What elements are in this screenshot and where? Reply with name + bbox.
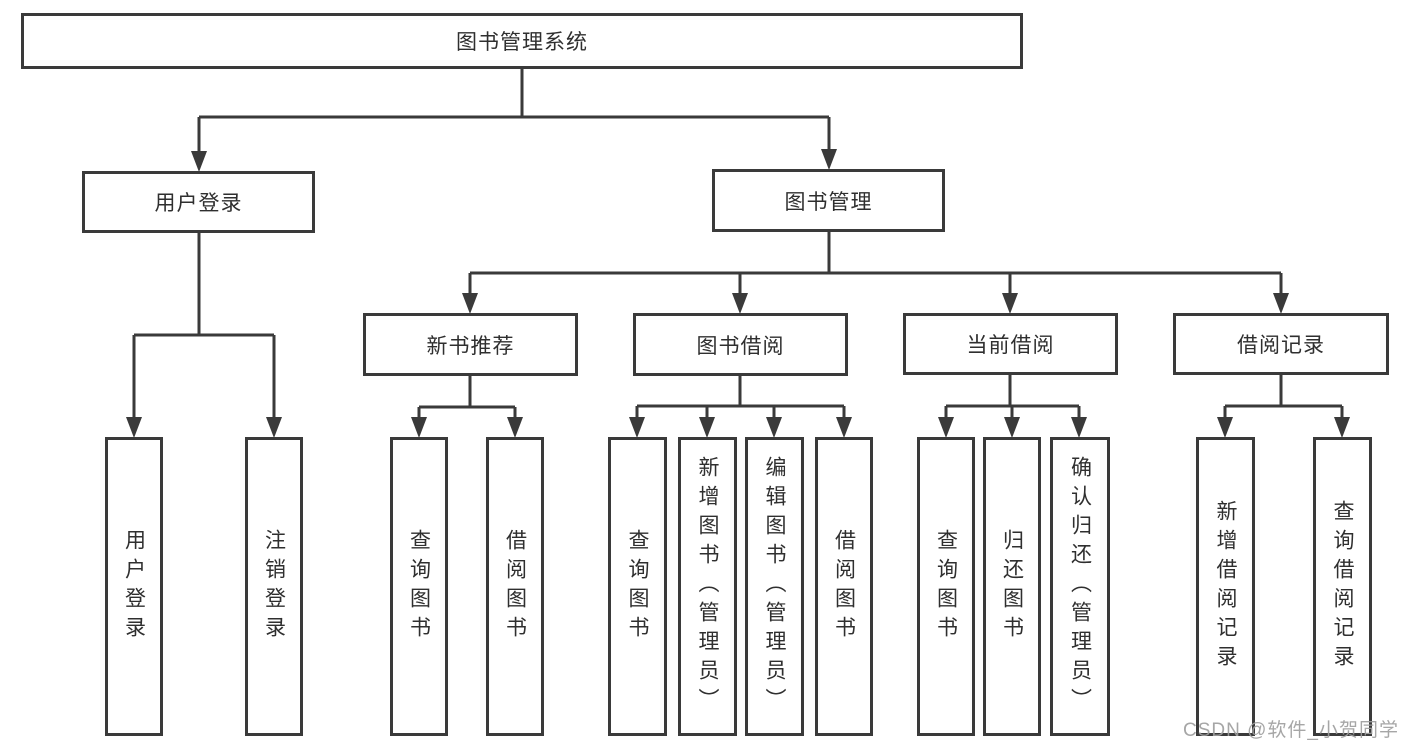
- leaf-bb-borrow-books: 借阅图书: [815, 437, 873, 736]
- leaf-cb-confirm-return-label: 确认归还（管理员）: [1068, 456, 1092, 717]
- leaf-user-login-label: 用户登录: [122, 528, 146, 645]
- node-current-borrow-label: 当前借阅: [966, 334, 1055, 357]
- node-new-book-recommend-label: 新书推荐: [426, 334, 515, 358]
- leaf-logout: 注销登录: [245, 437, 303, 736]
- leaf-br-query-record-label: 查询借阅记录: [1331, 499, 1354, 674]
- leaf-bb-add-books-label: 新增图书（管理员）: [696, 456, 719, 717]
- leaf-cb-return-books: 归还图书: [983, 437, 1041, 736]
- leaf-bb-edit-books: 编辑图书（管理员）: [745, 437, 804, 736]
- leaf-bb-add-books: 新增图书（管理员）: [678, 437, 737, 736]
- leaf-bb-query-books: 查询图书: [608, 437, 667, 736]
- node-user-login-label: 用户登录: [154, 192, 243, 215]
- leaf-rec-borrow-books: 借阅图书: [486, 437, 544, 736]
- connector-borrowrecords-to-leaves: [1223, 375, 1344, 417]
- leaf-bb-query-books-label: 查询图书: [626, 528, 649, 645]
- leaf-bb-borrow-books-label: 借阅图书: [832, 528, 856, 645]
- connector-root-to-level2: [197, 69, 831, 151]
- leaf-logout-label: 注销登录: [262, 528, 286, 645]
- node-book-borrow-label: 图书借阅: [696, 334, 785, 358]
- leaf-br-query-record: 查询借阅记录: [1313, 437, 1372, 736]
- node-current-borrow: 当前借阅: [903, 313, 1118, 375]
- leaf-cb-query-books: 查询图书: [917, 437, 975, 736]
- leaf-rec-borrow-books-label: 借阅图书: [503, 528, 527, 645]
- leaf-cb-query-books-label: 查询图书: [934, 528, 958, 645]
- node-new-book-recommend: 新书推荐: [363, 313, 578, 376]
- leaf-rec-query-books: 查询图书: [390, 437, 448, 736]
- watermark-text: CSDN @软件_小贺同学: [1183, 720, 1399, 741]
- node-borrow-records-label: 借阅记录: [1237, 334, 1325, 357]
- connector-currentborrow-to-leaves: [944, 375, 1081, 417]
- node-book-management: 图书管理: [712, 169, 945, 232]
- node-borrow-records: 借阅记录: [1173, 313, 1389, 375]
- node-book-borrow: 图书借阅: [633, 313, 848, 376]
- connector-bookmgmt-to-level3: [468, 232, 1283, 293]
- node-book-management-label: 图书管理: [784, 190, 873, 214]
- node-root-system: 图书管理系统: [21, 13, 1023, 69]
- connector-bookborrow-to-leaves: [635, 376, 846, 417]
- node-user-login: 用户登录: [82, 171, 315, 233]
- node-root-label: 图书管理系统: [456, 31, 588, 54]
- leaf-br-add-record: 新增借阅记录: [1196, 437, 1255, 736]
- connector-newbookrec-to-leaves: [417, 376, 517, 417]
- leaf-bb-edit-books-label: 编辑图书（管理员）: [763, 456, 786, 717]
- leaf-br-add-record-label: 新增借阅记录: [1214, 499, 1237, 674]
- leaf-cb-return-books-label: 归还图书: [1000, 528, 1024, 645]
- leaf-cb-confirm-return: 确认归还（管理员）: [1050, 437, 1110, 736]
- leaf-user-login: 用户登录: [105, 437, 163, 736]
- connector-userlogin-to-leaves: [132, 233, 276, 417]
- leaf-rec-query-books-label: 查询图书: [407, 528, 431, 645]
